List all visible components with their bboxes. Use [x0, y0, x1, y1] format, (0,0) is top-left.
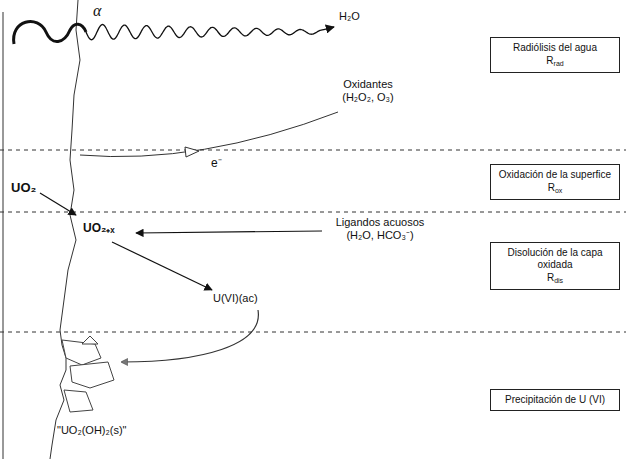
precipitation-arrow [122, 310, 258, 362]
box-title: Oxidación de la superfice [496, 169, 614, 181]
process-box: Disolución de la capa oxidadaRdis [490, 242, 620, 290]
dashed-divider [0, 150, 626, 151]
reaction-arrow [112, 242, 212, 290]
species-label: UO₂₊ₓ [82, 221, 116, 235]
frame-line [3, 12, 4, 459]
rate-label: Rrad [496, 55, 614, 68]
rate-label: Rdis [496, 272, 614, 285]
particle-symbol: α [92, 1, 102, 20]
species-label: e⁻ [210, 156, 223, 170]
reaction-arrow [136, 231, 322, 233]
rate-label: Rox [496, 182, 614, 195]
electron-arrowhead [185, 147, 199, 157]
zone-dividers [0, 150, 626, 332]
box-title: Precipitación de U (VI) [496, 394, 614, 406]
species-label: Oxidantes (H₂O₂, O₃) [330, 78, 406, 104]
species-label: H₂O [338, 10, 361, 23]
reaction-arrow [40, 193, 76, 215]
species-label: Ligandos acuosos (H₂O, HCO₃⁻) [326, 216, 434, 242]
precipitate-crystals [62, 336, 114, 412]
dashed-divider [0, 332, 626, 333]
species-label: U(VI)(ac) [212, 292, 259, 305]
electron-path [80, 112, 338, 157]
dashed-divider [0, 212, 626, 213]
species-label: "UO₂(OH)₂(s)" [56, 424, 128, 437]
process-box: Oxidación de la superficeRox [490, 164, 620, 200]
alpha-track [14, 22, 86, 44]
process-box: Precipitación de U (VI) [490, 389, 620, 411]
alpha-wave [86, 25, 334, 40]
species-label: UO₂ [10, 180, 37, 196]
box-title: Radiólisis del agua [496, 42, 614, 54]
box-title: Disolución de la capa oxidada [496, 247, 614, 271]
process-box: Radiólisis del aguaRrad [490, 37, 620, 73]
